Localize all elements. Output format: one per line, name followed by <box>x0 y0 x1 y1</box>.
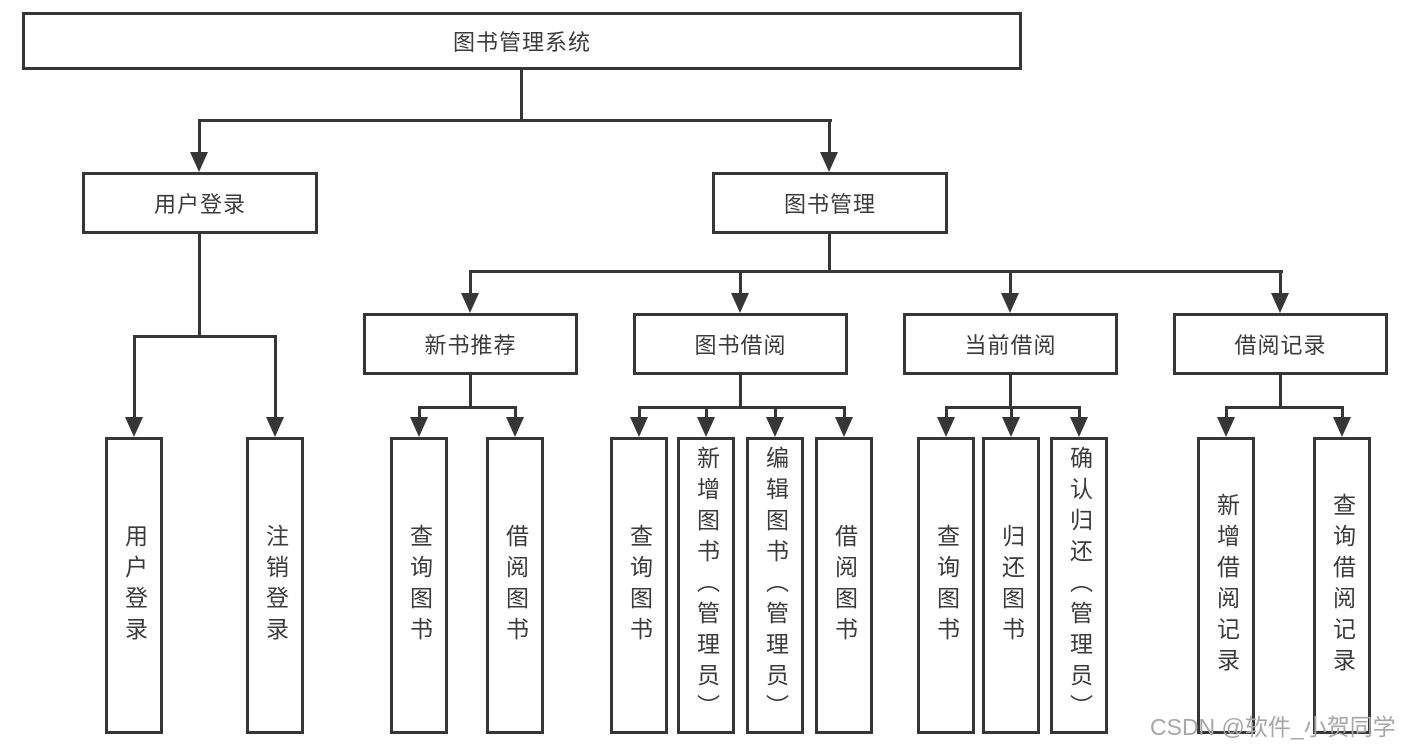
node-borrowing-records: 借阅记录 <box>1173 313 1388 375</box>
arrowhead-down-icon <box>1070 417 1088 437</box>
arrowhead-down-icon <box>1002 417 1020 437</box>
connector-drop <box>418 406 421 420</box>
csdn-watermark: CSDN @软件_小贺同学 <box>1150 714 1396 740</box>
leaf-add-borrow-record: 新增借阅记录 <box>1197 437 1255 734</box>
connector-drop <box>1010 406 1013 420</box>
leaf-edit-books-admin: 编辑图书（管理员） <box>746 437 804 734</box>
arrowhead-down-icon <box>835 417 853 437</box>
connector-branch <box>418 406 517 409</box>
leaf-logout: 注销登录 <box>246 437 304 734</box>
connector-drop <box>1279 270 1282 296</box>
arrowhead-down-icon <box>731 293 749 313</box>
arrowhead-down-icon <box>266 417 284 437</box>
connector-drop <box>514 406 517 420</box>
arrowhead-down-icon <box>1217 417 1235 437</box>
leaf-return-books: 归还图书 <box>982 437 1040 734</box>
node-book-management: 图书管理 <box>712 172 948 234</box>
connector-user-login-branch <box>133 335 277 338</box>
arrowhead-down-icon <box>410 417 428 437</box>
arrowhead-down-icon <box>1333 417 1351 437</box>
connector-book-mgmt-stub <box>828 234 831 272</box>
arrowhead-down-icon <box>1001 293 1019 313</box>
node-current-borrowing: 当前借阅 <box>903 313 1118 375</box>
node-user-login: 用户登录 <box>82 172 318 234</box>
connector-branch <box>638 406 846 409</box>
arrowhead-down-icon <box>506 417 524 437</box>
connector-drop <box>638 406 641 420</box>
connector-drop <box>274 335 277 419</box>
connector-branch <box>945 406 1081 409</box>
node-book-borrowing: 图书借阅 <box>633 313 848 375</box>
connector-drop <box>1225 406 1228 420</box>
arrowhead-down-icon <box>630 417 648 437</box>
connector-drop <box>739 270 742 296</box>
leaf-confirm-return-admin: 确认归还（管理员） <box>1050 437 1108 734</box>
leaf-query-books-current: 查询图书 <box>917 437 975 734</box>
leaf-user-login: 用户登录 <box>105 437 163 734</box>
leaf-query-borrow-record: 查询借阅记录 <box>1313 437 1371 734</box>
connector-drop <box>1009 270 1012 296</box>
connector-drop <box>774 406 777 420</box>
leaf-borrow-books-recommend: 借阅图书 <box>486 437 544 734</box>
connector-book-mgmt-branch <box>469 270 1283 273</box>
connector-drop <box>133 335 136 419</box>
connector-stub <box>1279 375 1282 408</box>
connector-root-stub <box>520 70 523 120</box>
connector-stub <box>1009 375 1012 408</box>
connector-drop <box>1341 406 1344 420</box>
arrowhead-down-icon <box>937 417 955 437</box>
node-library-management-system: 图书管理系统 <box>22 12 1022 70</box>
connector-drop <box>705 406 708 420</box>
arrowhead-down-icon <box>461 293 479 313</box>
leaf-add-books-admin: 新增图书（管理员） <box>677 437 735 734</box>
connector-drop <box>843 406 846 420</box>
arrowhead-down-icon <box>820 152 838 172</box>
connector-drop <box>828 119 831 154</box>
connector-drop <box>945 406 948 420</box>
connector-stub <box>739 375 742 408</box>
arrowhead-down-icon <box>190 152 208 172</box>
connector-drop <box>1078 406 1081 420</box>
arrowhead-down-icon <box>766 417 784 437</box>
connector-root-branch <box>198 119 832 122</box>
connector-user-login-stub <box>198 234 201 336</box>
arrowhead-down-icon <box>697 417 715 437</box>
connector-drop <box>198 119 201 154</box>
leaf-query-books-borrow: 查询图书 <box>610 437 668 734</box>
arrowhead-down-icon <box>125 417 143 437</box>
connector-branch <box>1225 406 1344 409</box>
connector-drop <box>469 270 472 296</box>
leaf-borrow-books: 借阅图书 <box>815 437 873 734</box>
leaf-query-books-recommend: 查询图书 <box>390 437 448 734</box>
arrowhead-down-icon <box>1271 293 1289 313</box>
connector-stub <box>469 375 472 408</box>
node-new-book-recommendation: 新书推荐 <box>363 313 578 375</box>
